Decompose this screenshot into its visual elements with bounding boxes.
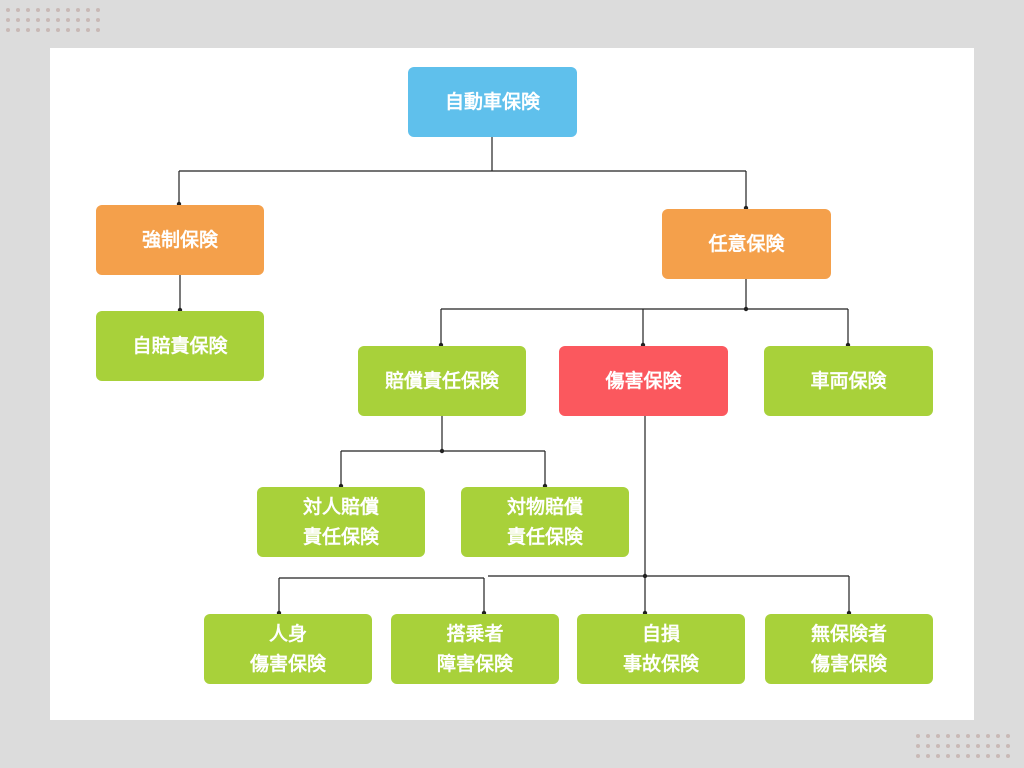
decorative-dot <box>96 8 100 12</box>
decorative-dot <box>76 28 80 32</box>
decorative-dot <box>76 8 80 12</box>
node-injury-insurance: 傷害保険 <box>559 346 728 416</box>
decorative-dot <box>1006 734 1010 738</box>
decorative-dot <box>966 734 970 738</box>
decorative-dot <box>26 28 30 32</box>
node-self-accident-insurance: 自損 事故保険 <box>577 614 745 684</box>
decorative-dot <box>946 744 950 748</box>
decorative-dot <box>86 18 90 22</box>
node-uninsured-motorist-insurance: 無保険者 傷害保険 <box>765 614 933 684</box>
decorative-dot <box>76 18 80 22</box>
decorative-dot <box>56 28 60 32</box>
node-label-line2: 事故保険 <box>622 653 699 675</box>
node-compulsory-insurance: 強制保険 <box>96 205 264 275</box>
decorative-dot <box>936 744 940 748</box>
node-label: 自賠責保険 <box>132 335 228 357</box>
decorative-dot <box>66 8 70 12</box>
node-auto-insurance: 自動車保険 <box>408 67 577 137</box>
node-label-line1: 無保険者 <box>810 623 887 645</box>
decorative-dot <box>956 754 960 758</box>
decorative-dot <box>916 734 920 738</box>
node-voluntary-insurance: 任意保険 <box>662 209 831 279</box>
node-label: 自動車保険 <box>444 91 540 113</box>
decorative-dot <box>6 8 10 12</box>
decorative-dot <box>6 28 10 32</box>
decorative-dot <box>96 18 100 22</box>
decorative-dot <box>6 18 10 22</box>
decorative-dot <box>966 744 970 748</box>
node-personal-injury-insurance: 人身 傷害保険 <box>204 614 372 684</box>
node-jibaiseki-insurance: 自賠責保険 <box>96 311 264 381</box>
node-vehicle-insurance: 車両保険 <box>764 346 933 416</box>
decorative-dot <box>996 744 1000 748</box>
node-label-line1: 人身 <box>268 623 307 645</box>
node-label-line2: 傷害保険 <box>810 653 887 675</box>
decorative-dot <box>16 28 20 32</box>
decorative-dot <box>66 28 70 32</box>
decorative-dot <box>946 754 950 758</box>
decorative-dot <box>36 8 40 12</box>
node-label-line1: 対物賠償 <box>506 496 583 518</box>
node-liability-insurance: 賠償責任保険 <box>358 346 526 416</box>
decorative-dot <box>966 754 970 758</box>
decorative-dot <box>66 18 70 22</box>
node-label-line2: 責任保険 <box>506 526 583 548</box>
node-label: 賠償責任保険 <box>384 370 499 392</box>
decorative-dot <box>86 28 90 32</box>
decorative-dot <box>86 8 90 12</box>
node-label-line2: 傷害保険 <box>249 653 326 675</box>
decorative-dot <box>926 754 930 758</box>
decorative-dot <box>926 734 930 738</box>
decorative-dot <box>986 734 990 738</box>
decorative-dot <box>46 8 50 12</box>
node-label: 傷害保険 <box>605 370 682 392</box>
decorative-dot <box>976 734 980 738</box>
decorative-dot <box>56 18 60 22</box>
decorative-dot <box>986 754 990 758</box>
decorative-dot <box>976 754 980 758</box>
decorative-dot <box>36 18 40 22</box>
decorative-dot <box>956 734 960 738</box>
node-label: 強制保険 <box>141 229 218 251</box>
node-label-line1: 搭乗者 <box>446 623 504 645</box>
decorative-dot <box>46 28 50 32</box>
decorative-dot <box>996 754 1000 758</box>
node-bodily-liability-insurance: 対人賠償 責任保険 <box>257 487 425 557</box>
node-label-line1: 自損 <box>641 623 680 645</box>
decorative-dot <box>936 754 940 758</box>
decorative-dot <box>986 744 990 748</box>
decorative-dot <box>1006 754 1010 758</box>
decorative-dot <box>26 8 30 12</box>
decorative-dot <box>916 744 920 748</box>
node-label: 任意保険 <box>708 233 785 255</box>
decorative-dot <box>1006 744 1010 748</box>
node-label: 車両保険 <box>810 370 887 392</box>
decorative-dot <box>946 734 950 738</box>
decorative-dot <box>16 8 20 12</box>
node-label-line2: 責任保険 <box>302 526 379 548</box>
decorative-dot <box>976 744 980 748</box>
decorative-dot <box>36 28 40 32</box>
decorative-dot <box>16 18 20 22</box>
decorative-dot <box>996 734 1000 738</box>
node-label-line1: 対人賠償 <box>302 496 379 518</box>
decorative-dot <box>936 734 940 738</box>
decorative-dot <box>96 28 100 32</box>
decorative-dot <box>916 754 920 758</box>
decorative-dot <box>926 744 930 748</box>
node-passenger-insurance: 搭乗者 障害保険 <box>391 614 559 684</box>
decorative-dot <box>46 18 50 22</box>
decorative-dot <box>956 744 960 748</box>
node-label-line2: 障害保険 <box>436 653 513 675</box>
node-property-liability-insurance: 対物賠償 責任保険 <box>461 487 629 557</box>
decorative-dot <box>56 8 60 12</box>
decorative-dot <box>26 18 30 22</box>
